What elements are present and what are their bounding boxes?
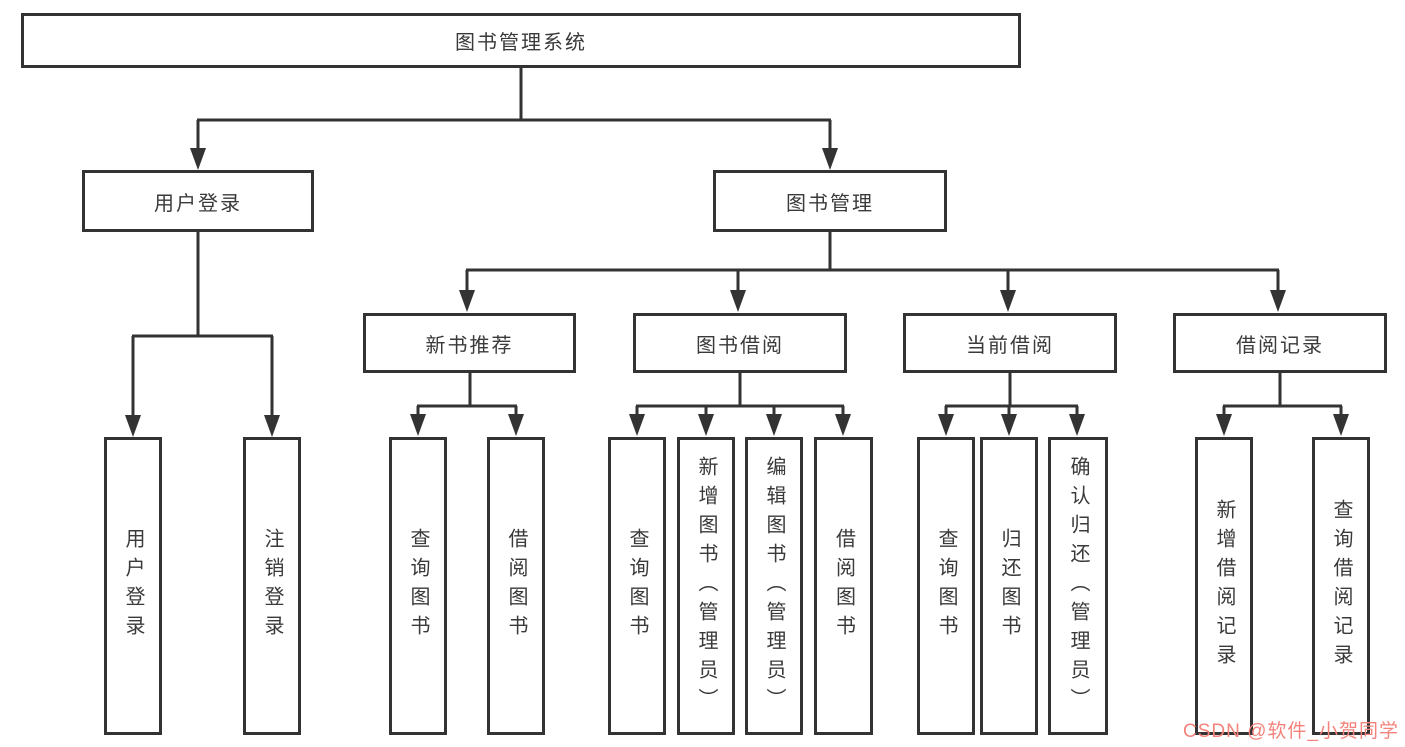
- leaf-add-borrow-record: 新增借阅记录: [1195, 437, 1253, 735]
- node-root-system: 图书管理系统: [21, 13, 1021, 68]
- leaf-borrow-books-borrowing: 借阅图书: [814, 437, 873, 735]
- node-user-login-branch: 用户登录: [82, 170, 314, 232]
- leaf-borrow-books-recommend: 借阅图书: [487, 437, 545, 735]
- leaf-query-books-borrowing: 查询图书: [608, 437, 666, 735]
- node-borrowing-records: 借阅记录: [1173, 313, 1387, 373]
- csdn-watermark: CSDN @软件_小贺同学: [1183, 721, 1399, 742]
- node-book-management-branch: 图书管理: [713, 170, 947, 232]
- leaf-logout: 注销登录: [243, 437, 301, 735]
- node-current-borrowing: 当前借阅: [903, 313, 1117, 373]
- node-new-book-recommendation: 新书推荐: [363, 313, 576, 373]
- leaf-query-books-current: 查询图书: [917, 437, 975, 735]
- leaf-user-login: 用户登录: [104, 437, 162, 735]
- leaf-return-books: 归还图书: [980, 437, 1038, 735]
- leaf-edit-books-admin: 编辑图书（管理员）: [745, 437, 803, 735]
- node-book-borrowing: 图书借阅: [633, 313, 847, 373]
- leaf-confirm-return-admin: 确认归还（管理员）: [1048, 437, 1108, 735]
- leaf-query-books-recommend: 查询图书: [389, 437, 447, 735]
- leaf-query-borrow-record: 查询借阅记录: [1312, 437, 1370, 735]
- leaf-add-books-admin: 新增图书（管理员）: [677, 437, 735, 735]
